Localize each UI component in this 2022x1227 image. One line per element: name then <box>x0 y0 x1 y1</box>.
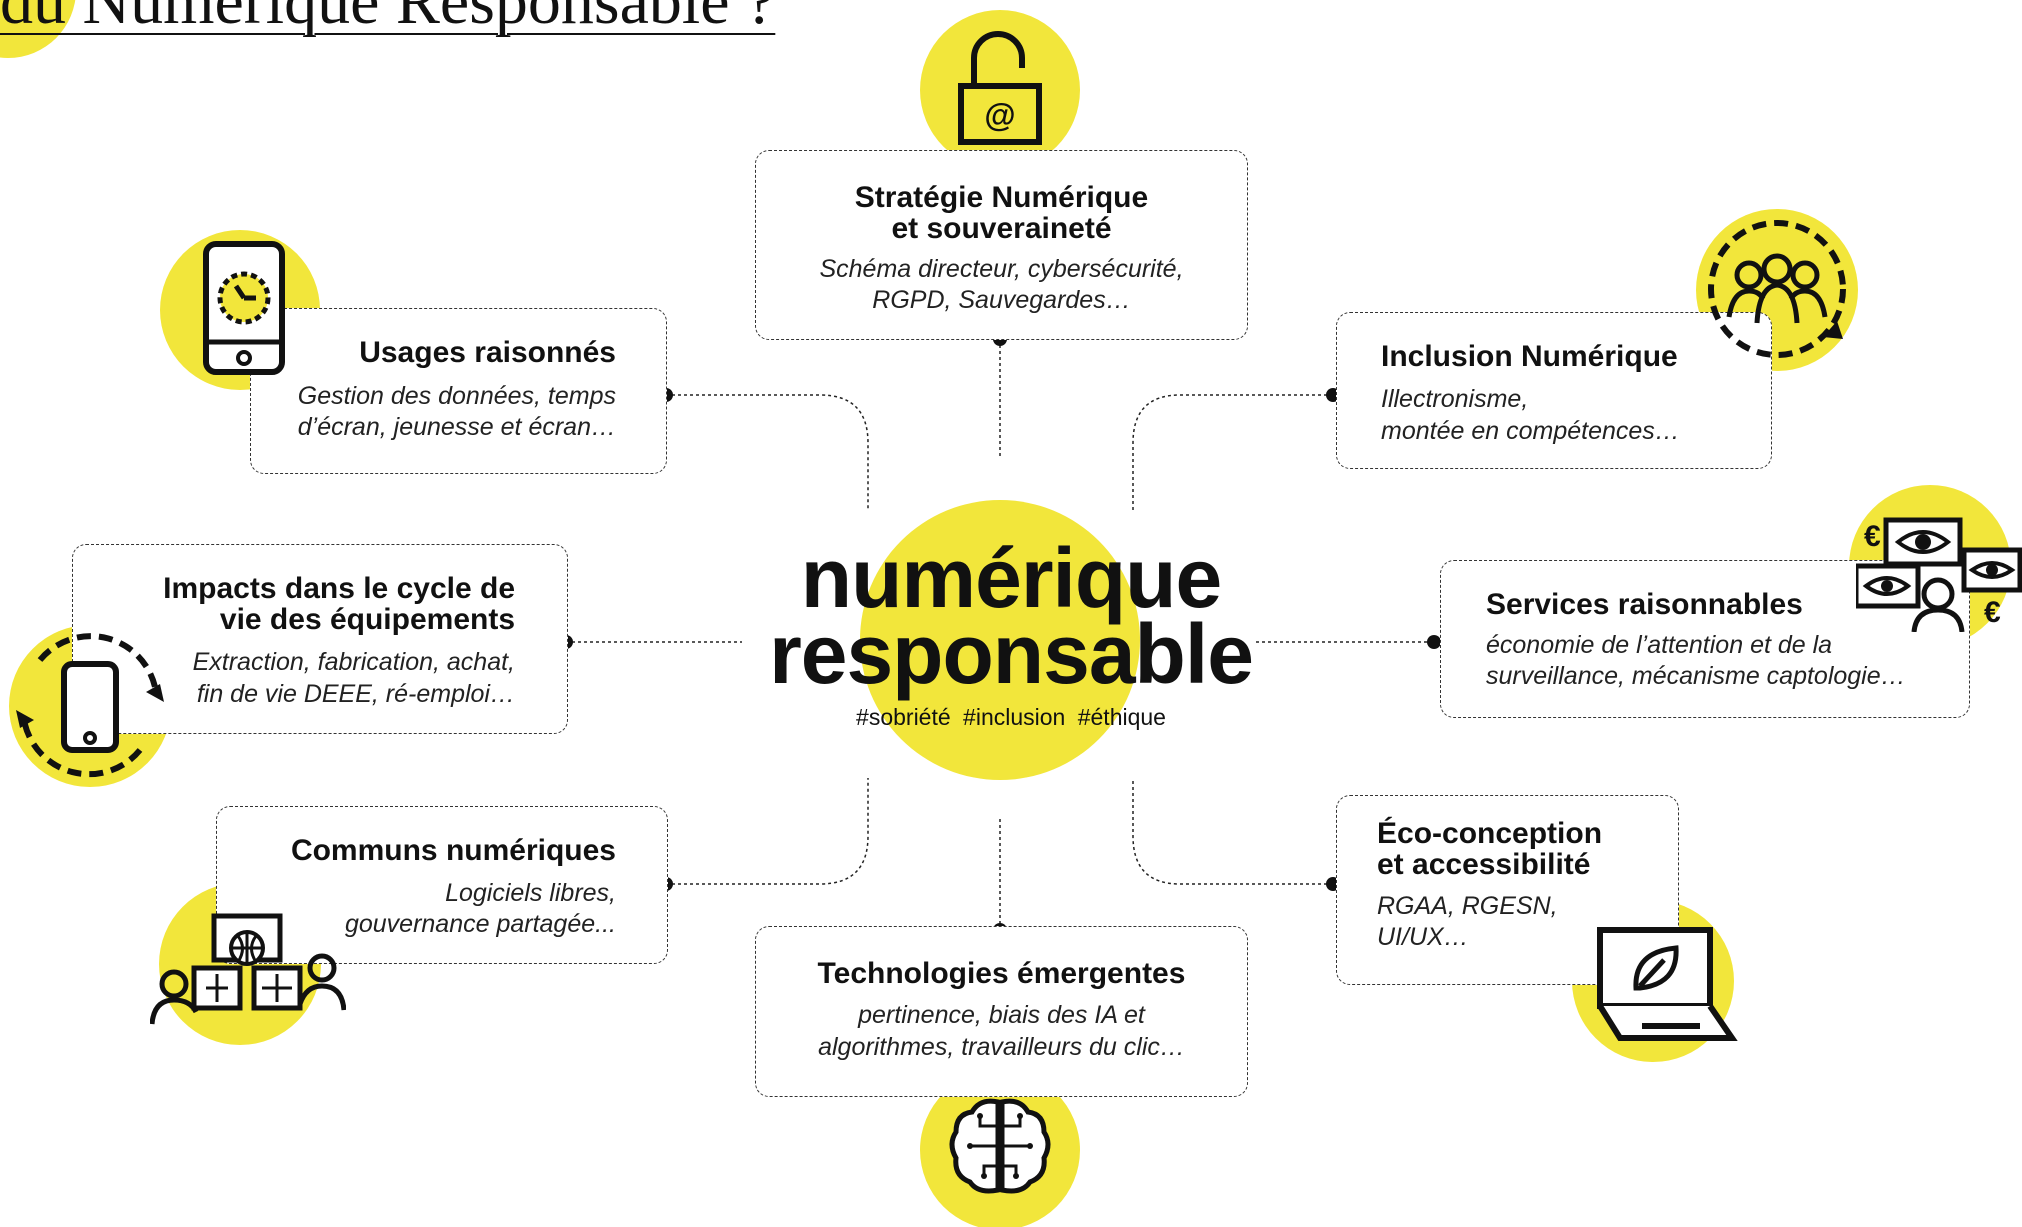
usages-desc-1: Gestion des données, temps <box>297 382 616 410</box>
padlock-at-icon: @ <box>958 31 1042 145</box>
services-desc-2: surveillance, mécanisme captologie… <box>1486 662 1906 690</box>
usages-title: Usages raisonnés <box>359 336 616 369</box>
techno-box <box>755 926 1248 1097</box>
inclusion-desc-1: Illectronisme, <box>1381 385 1529 413</box>
page-title: du Numérique Responsable ? <box>0 0 776 38</box>
eco-title-2: et accessibilité <box>1377 848 1591 881</box>
eco-desc-1: RGAA, RGESN, <box>1377 892 1558 920</box>
usages-desc-2: d’écran, jeunesse et écran… <box>297 413 616 441</box>
impacts-box <box>72 544 568 734</box>
communs-desc-2: gouvernance partagée... <box>344 910 616 938</box>
communs-title: Communs numériques <box>290 834 616 867</box>
inclusion-box <box>1336 312 1772 469</box>
phone-clock-icon <box>203 241 285 375</box>
inclusion-title: Inclusion Numérique <box>1381 340 1678 373</box>
usages-box <box>250 308 667 474</box>
phone-cycle-icon <box>16 633 164 778</box>
impacts-title-2: vie des équipements <box>219 603 515 636</box>
connectors <box>566 339 1434 930</box>
brain-circuit-icon <box>949 1098 1051 1194</box>
strategie-desc-2: RGPD, Sauvegardes… <box>872 286 1131 314</box>
impacts-desc-1: Extraction, fabrication, achat, <box>192 648 515 676</box>
svg-text:€: € <box>1984 596 2001 629</box>
strategie-title-2: et souveraineté <box>891 212 1112 245</box>
services-title: Services raisonnables <box>1486 588 1803 621</box>
eyes-euro-icon: € € <box>1856 517 2022 632</box>
group-people-icon <box>1708 220 1846 358</box>
strategie-box <box>755 150 1248 340</box>
services-desc-1: économie de l’attention et de la <box>1486 631 1833 659</box>
inclusion-desc-2: montée en compétences… <box>1381 417 1680 445</box>
communs-desc-1: Logiciels libres, <box>445 879 616 907</box>
strategie-title-1: Stratégie Numérique <box>854 181 1149 214</box>
hub-tags: #sobriété #inclusion #éthique <box>856 704 1166 730</box>
hub-line-2: responsable <box>769 607 1254 701</box>
title-accent-circle <box>0 0 76 58</box>
hub-label: numérique responsable #sobriété #inclusi… <box>744 531 1278 731</box>
techno-desc-2: algorithmes, travailleurs du clic… <box>818 1033 1185 1061</box>
impacts-desc-2: fin de vie DEEE, ré-emploi… <box>196 680 515 708</box>
strategie-desc-1: Schéma directeur, cybersécurité, <box>819 255 1184 283</box>
hub-circle <box>860 500 1140 780</box>
hub-line-1: numérique <box>800 531 1222 625</box>
communs-box <box>216 806 668 964</box>
eco-title-1: Éco-conception <box>1377 817 1603 850</box>
svg-text:@: @ <box>984 97 1015 133</box>
svg-text:€: € <box>1864 520 1881 553</box>
eco-desc-2: UI/UX… <box>1377 923 1469 951</box>
techno-desc-1: pertinence, biais des IA et <box>858 1001 1145 1029</box>
laptop-leaf-icon <box>1597 927 1738 1041</box>
shared-globe-icon <box>150 913 346 1025</box>
techno-title: Technologies émergentes <box>817 957 1186 990</box>
impacts-title-1: Impacts dans le cycle de <box>163 572 515 605</box>
